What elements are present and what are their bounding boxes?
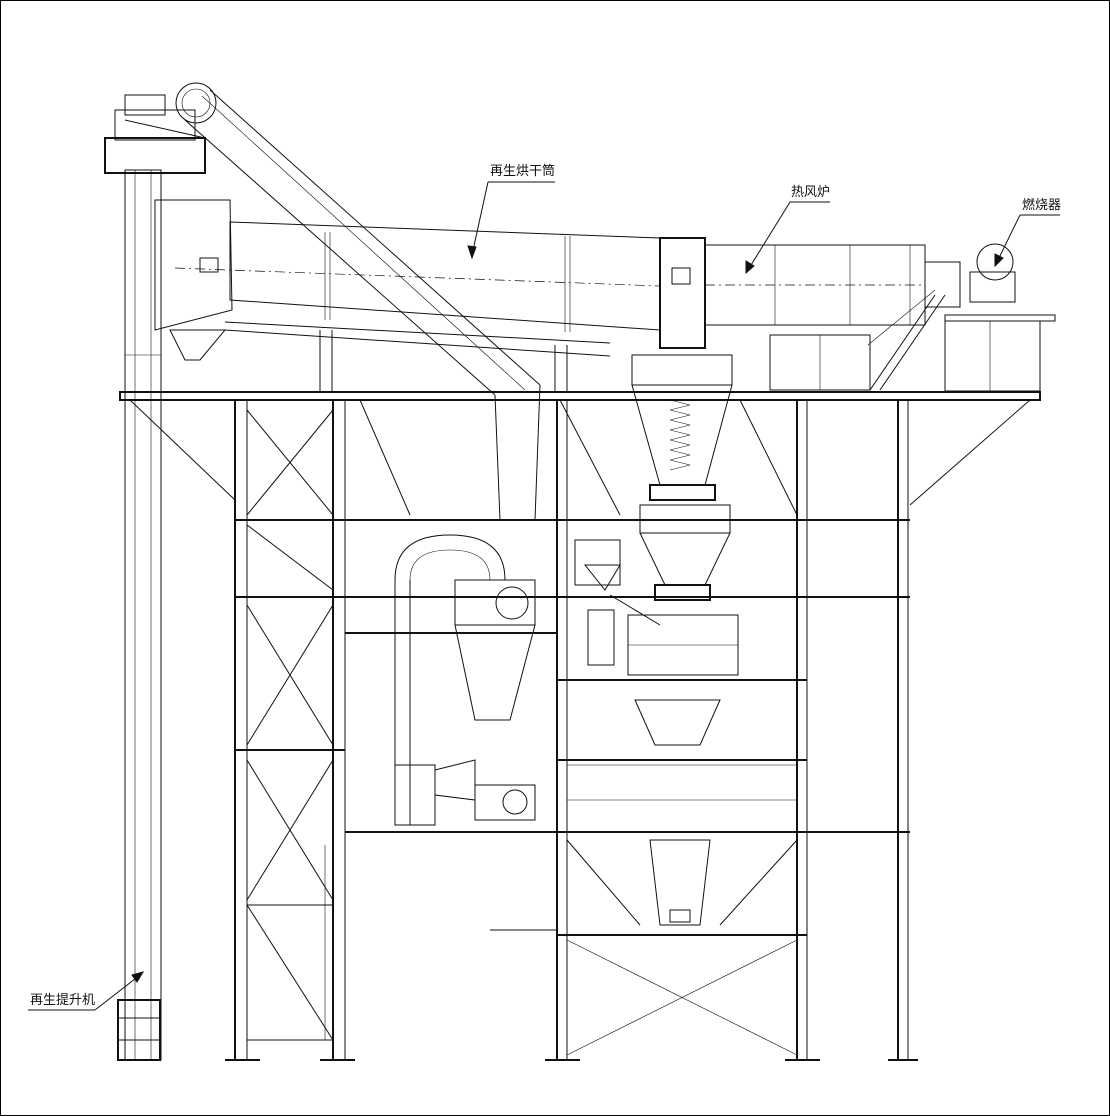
hot-air-furnace	[659, 237, 961, 391]
burner	[867, 243, 1056, 392]
hot-air-furnace-label: 热风炉	[791, 185, 831, 200]
regen-dryer-drum	[154, 199, 661, 392]
inclined-chute	[175, 82, 541, 521]
regen-dryer-label: 再生烘干筒	[490, 164, 556, 179]
leader-lines	[28, 181, 1060, 1011]
cyclone-separator	[394, 534, 536, 826]
drive-unit	[574, 539, 661, 666]
burner-label: 燃烧器	[1022, 198, 1062, 213]
central-hopper	[627, 354, 739, 926]
steel-structure	[119, 391, 1041, 1061]
regen-elevator	[104, 94, 206, 1061]
regen-elevator-label: 再生提升机	[30, 993, 96, 1008]
